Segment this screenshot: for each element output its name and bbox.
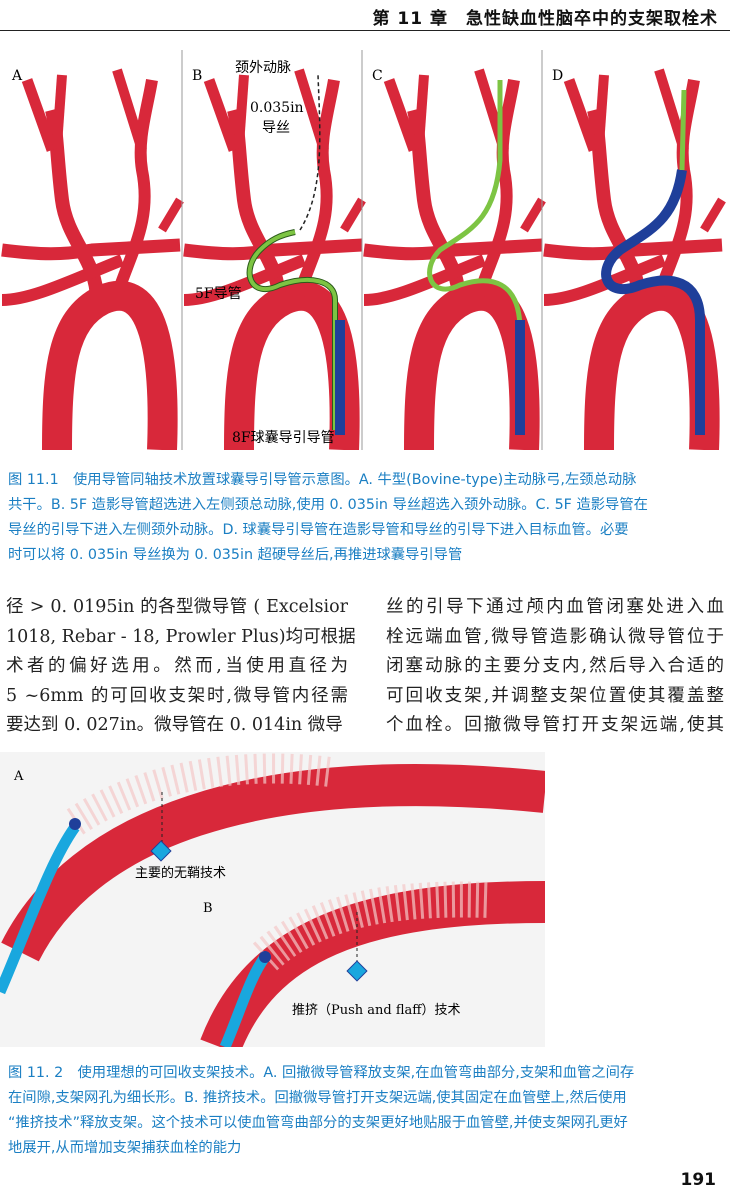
text-line: 1018, Rebar - 18, Prowler Plus)均可根据 [6,626,356,647]
label-5f-catheter: 5F导管 [195,286,242,302]
panel-label-a: A [13,769,24,784]
panel-d [544,70,722,450]
figure-1-caption: 图 11.1 使用导管同轴技术放置球囊导引导管示意图。A. 牛型(Bovine-… [8,468,724,568]
panel-a-vessel [0,753,545,995]
panel-c [364,70,542,450]
text-line: 要达到 0. 027in。微导管在 0. 014in 微导 [6,715,343,735]
text-line: 可回收支架,并调整支架位置使其覆盖整 [386,685,724,706]
body-column-right: 丝的引导下通过颅内血管闭塞处进入血 栓远端血管,微导管造影确认微导管位于 闭塞动… [386,593,724,741]
label-push-flaff: 推挤（Push and flaff）技术 [292,1003,461,1018]
running-header: 第 11 章 急性缺血性脑卒中的支架取栓术 [0,0,730,31]
text-line: 径 > 0. 0195in 的各型微导管 ( Excelsior [6,597,348,617]
text-line: 丝的引导下通过颅内血管闭塞处进入血 [386,597,724,617]
panel-label-a: A [11,68,23,84]
text-line: 栓远端血管,微导管造影确认微导管位于 [386,626,724,647]
panel-a [2,70,180,450]
panel-label-d: D [552,68,563,84]
label-wire: 0.035in [250,100,304,116]
text-line: 闭塞动脉的主要分支内,然后导入合适的 [386,656,724,676]
label-no-sheath: 主要的无鞘技术 [135,865,226,881]
label-8f-guide: 8F球囊导引导管 [232,429,335,446]
panel-label-c: C [372,68,383,84]
caption-line: 图 11.1 使用导管同轴技术放置球囊导引导管示意图。A. 牛型(Bovine-… [8,472,637,488]
caption-line: 导丝的引导下进入左侧颈外动脉。D. 球囊导引导管在造影导管和导丝的引导下进入目标… [8,522,629,538]
panel-label-b: B [203,901,213,916]
text-line: 个血栓。回撤微导管打开支架远端,使其 [386,715,724,735]
caption-line: 共干。B. 5F 造影导管超选进入左侧颈总动脉,使用 0. 035in 导丝超选… [8,497,648,513]
caption-line: “推挤技术”释放支架。这个技术可以使血管弯曲部分的支架更好地贴服于血管壁,并使支… [8,1115,628,1131]
caption-line: 地展开,从而增加支架捕获血栓的能力 [8,1140,242,1156]
text-line: 5 ~6mm 的可回收支架时,微导管内径需 [6,685,348,706]
figure-2-caption: 图 11. 2 使用理想的可回收支架技术。A. 回撤微导管释放支架,在血管弯曲部… [8,1061,724,1161]
caption-line: 在间隙,支架网孔为细长形。B. 推挤技术。回撤微导管打开支架远端,使其固定在血管… [8,1090,627,1106]
figure-11-2: A 主要的无鞘技术 B 推挤（Push and flaff）技术 [0,752,545,1047]
caption-line: 时可以将 0. 035in 导丝换为 0. 035in 超硬导丝后,再推进球囊导… [8,547,463,563]
panel-b [184,70,362,450]
chapter-title: 第 11 章 急性缺血性脑卒中的支架取栓术 [372,9,718,29]
caption-line: 图 11. 2 使用理想的可回收支架技术。A. 回撤微导管释放支架,在血管弯曲部… [8,1065,635,1081]
label-external-carotid: 颈外动脉 [235,60,291,76]
body-column-left: 径 > 0. 0195in 的各型微导管 ( Excelsior 1018, R… [6,593,356,741]
panel-b-vessel [200,881,545,1047]
text-line: 术者的偏好选用。然而,当使用直径为 [6,656,348,676]
figure-11-1: A B C D 颈外动脉 0.035in 导丝 5F导管 8F球囊导引导管 [0,50,730,450]
panel-label-b: B [192,68,202,84]
label-wire-2: 导丝 [262,120,290,136]
page-number: 191 [680,1170,717,1190]
